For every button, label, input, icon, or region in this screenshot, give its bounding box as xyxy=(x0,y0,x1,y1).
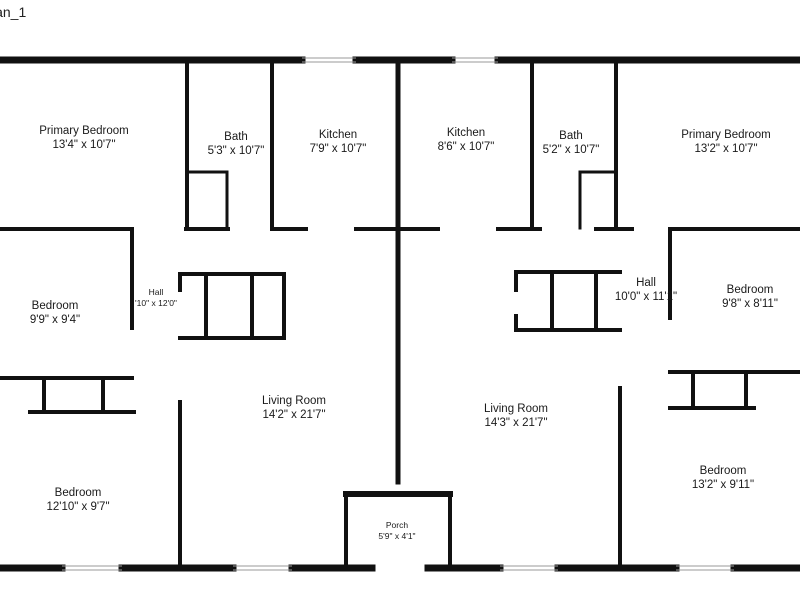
room-bedroom-bottom-right: Bedroom 13'2" x 9'11" xyxy=(692,464,754,493)
room-name: Living Room xyxy=(484,403,548,415)
room-dimensions: 7'9" x 10'7" xyxy=(309,143,367,156)
room-bedroom-bottom-left: Bedroom 12'10" x 9'7" xyxy=(46,486,109,515)
room-name: Primary Bedroom xyxy=(39,125,129,137)
plan-title: lan_1 xyxy=(0,4,27,20)
room-bedroom-mid-left: Bedroom 9'9" x 9'4" xyxy=(30,299,80,328)
room-living-room-right: Living Room 14'3" x 21'7" xyxy=(484,402,548,431)
room-dimensions: 5'3" x 10'7" xyxy=(207,145,265,158)
room-name: Bath xyxy=(224,131,248,143)
room-bath-left: Bath 5'3" x 10'7" xyxy=(208,130,265,159)
room-porch: Porch 5'9" x 4'1" xyxy=(378,520,415,541)
room-bedroom-mid-right: Bedroom 9'8" x 8'11" xyxy=(722,283,778,312)
room-name: Living Room xyxy=(262,395,326,407)
room-hall-right: Hall 10'0" x 11'1" xyxy=(615,276,677,305)
room-name: Kitchen xyxy=(446,127,486,139)
room-dimensions: 5'9" x 4'1" xyxy=(378,530,416,541)
room-dimensions: 14'2" x 21'7" xyxy=(262,409,326,422)
room-dimensions: 5'2" x 10'7" xyxy=(542,144,600,157)
room-dimensions: 12'10" x 9'7" xyxy=(46,501,110,514)
room-name: Hall xyxy=(148,287,164,297)
room-name: Porch xyxy=(385,520,409,530)
room-dimensions: 10'0" x 11'1" xyxy=(614,291,678,304)
room-kitchen-right: Kitchen 8'6" x 10'7" xyxy=(438,126,495,155)
room-dimensions: '10" x 12'0" xyxy=(135,297,177,308)
room-hall-left: Hall '10" x 12'0" xyxy=(135,287,177,308)
room-primary-bedroom-right: Primary Bedroom 13'2" x 10'7" xyxy=(681,128,770,157)
room-name: Bedroom xyxy=(31,300,79,312)
room-dimensions: 13'2" x 9'11" xyxy=(691,479,755,492)
room-dimensions: 9'8" x 8'11" xyxy=(722,298,778,311)
room-name: Bedroom xyxy=(699,465,747,477)
room-living-room-left: Living Room 14'2" x 21'7" xyxy=(262,394,326,423)
room-name: Bedroom xyxy=(54,487,102,499)
room-bath-right: Bath 5'2" x 10'7" xyxy=(543,129,600,158)
room-dimensions: 13'2" x 10'7" xyxy=(694,143,758,156)
room-dimensions: 14'3" x 21'7" xyxy=(484,417,548,430)
room-primary-bedroom-left: Primary Bedroom 13'4" x 10'7" xyxy=(39,124,128,153)
room-dimensions: 13'4" x 10'7" xyxy=(52,139,116,152)
room-name: Bedroom xyxy=(726,284,774,296)
room-name: Kitchen xyxy=(318,129,358,141)
room-name: Primary Bedroom xyxy=(681,129,771,141)
room-dimensions: 9'9" x 9'4" xyxy=(29,314,81,327)
room-kitchen-left: Kitchen 7'9" x 10'7" xyxy=(310,128,367,157)
room-name: Hall xyxy=(636,277,656,289)
room-name: Bath xyxy=(559,130,583,142)
room-dimensions: 8'6" x 10'7" xyxy=(437,141,495,154)
